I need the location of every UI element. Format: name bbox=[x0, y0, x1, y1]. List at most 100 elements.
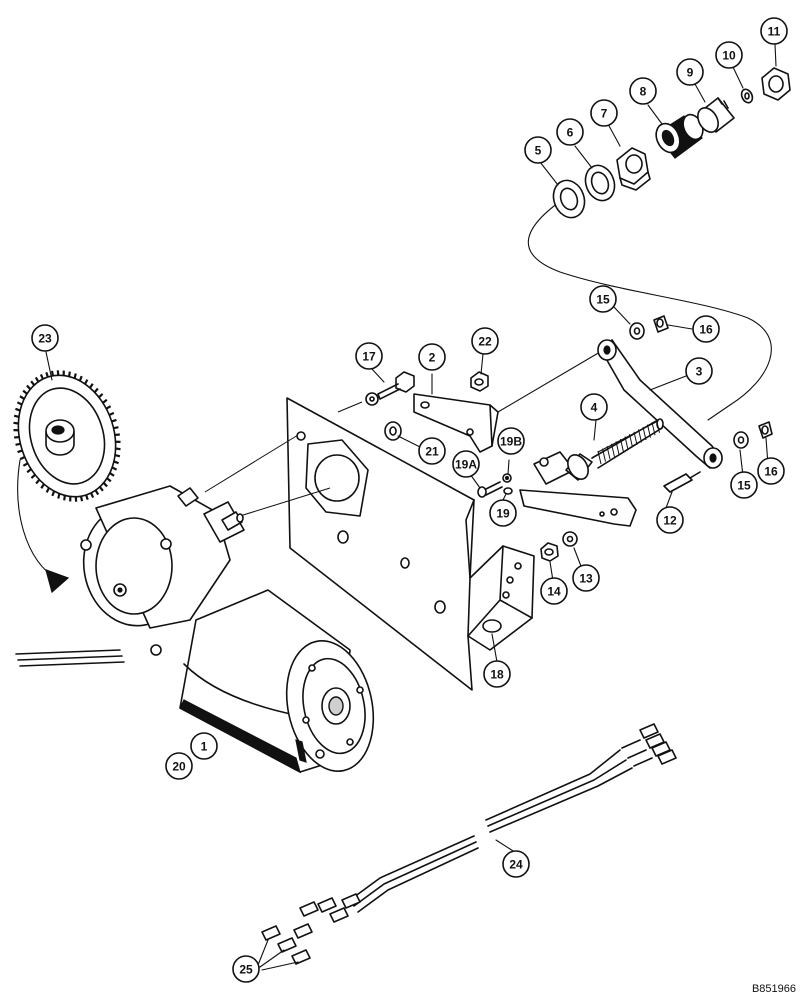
callout-number: 13 bbox=[579, 572, 593, 586]
gear-tooth bbox=[26, 384, 32, 390]
callout-circle bbox=[590, 99, 618, 127]
gear-tooth bbox=[15, 442, 21, 446]
callout-number: 15 bbox=[737, 479, 751, 493]
shaft-thread bbox=[651, 422, 656, 436]
gear-tooth bbox=[45, 371, 49, 378]
gear-tooth bbox=[22, 462, 29, 467]
gear-tooth bbox=[90, 492, 95, 498]
callout-circle bbox=[540, 577, 568, 605]
shaft-thread bbox=[606, 446, 611, 460]
callout-number: 4 bbox=[591, 401, 598, 415]
callout-number: 11 bbox=[768, 25, 781, 39]
gear-tooth bbox=[45, 487, 50, 493]
callout-number: 8 bbox=[640, 85, 647, 99]
alignment-line bbox=[337, 401, 363, 413]
gear-tooth bbox=[93, 387, 99, 394]
callout-24: 24 bbox=[502, 850, 530, 878]
callout-14: 14 bbox=[540, 577, 568, 605]
shaft-thread bbox=[656, 419, 660, 433]
install-arrow bbox=[17, 459, 70, 594]
gear-tooth bbox=[17, 449, 23, 454]
callout-5: 5 bbox=[524, 136, 552, 164]
callout-18: 18 bbox=[483, 660, 511, 688]
nut-7 bbox=[616, 147, 651, 191]
screw-17 bbox=[365, 371, 415, 406]
shaft-thread bbox=[611, 443, 615, 457]
motor-assembly-1 bbox=[15, 485, 375, 774]
gear-tooth bbox=[13, 421, 19, 425]
gear-tooth bbox=[73, 373, 77, 379]
callout-22: 22 bbox=[471, 327, 499, 355]
shaft-thread bbox=[624, 436, 629, 450]
alignment-line bbox=[204, 434, 299, 493]
callout-circle bbox=[418, 343, 446, 371]
gear-tooth bbox=[102, 398, 108, 404]
callout-16b: 16 bbox=[757, 457, 785, 485]
callout-17: 17 bbox=[355, 342, 383, 370]
gear-tooth bbox=[102, 482, 108, 488]
gear-tooth bbox=[40, 483, 45, 489]
callout-11: 11 bbox=[760, 17, 788, 45]
washer-13 bbox=[562, 531, 578, 547]
callout-19b: 19B bbox=[497, 427, 525, 455]
washer-19b bbox=[502, 473, 512, 483]
washer-6 bbox=[584, 164, 616, 202]
clip-16-top bbox=[653, 315, 669, 333]
callout-number: 23 bbox=[38, 332, 52, 346]
gear-tooth bbox=[113, 460, 119, 465]
callout-circle bbox=[656, 506, 684, 534]
gear-tooth bbox=[30, 380, 36, 386]
gear-tooth bbox=[51, 490, 56, 497]
gear-tooth bbox=[94, 489, 100, 496]
callout-9: 9 bbox=[676, 58, 704, 86]
figure-reference: B851966 bbox=[752, 983, 796, 995]
gear-tooth bbox=[13, 414, 20, 418]
callout-number: 19 bbox=[496, 507, 510, 521]
callout-circle bbox=[629, 77, 657, 105]
callout-number: 16 bbox=[764, 465, 778, 479]
gear-tooth bbox=[108, 411, 115, 416]
callout-6: 6 bbox=[556, 118, 584, 146]
gear-tooth bbox=[114, 454, 121, 458]
callout-circle bbox=[232, 955, 260, 983]
gear-tooth bbox=[68, 371, 71, 377]
callout-circle bbox=[676, 58, 704, 86]
link-2 bbox=[413, 393, 499, 453]
leader-lines bbox=[45, 43, 777, 971]
bushing-8 bbox=[655, 113, 704, 159]
callout-25: 25 bbox=[232, 955, 260, 983]
shaft-thread bbox=[642, 426, 647, 441]
callout-number: 21 bbox=[425, 445, 439, 459]
shaft-thread bbox=[620, 438, 624, 453]
callout-circle bbox=[589, 285, 617, 313]
gear-tooth bbox=[89, 383, 94, 389]
callout-number: 18 bbox=[490, 668, 504, 682]
shaft-thread bbox=[629, 434, 633, 448]
shaft-thread bbox=[602, 448, 606, 462]
callout-number: 16 bbox=[699, 323, 713, 337]
callout-circle bbox=[497, 427, 525, 455]
callout-circle bbox=[418, 437, 446, 465]
callout-number: 14 bbox=[547, 585, 561, 599]
callout-circle bbox=[355, 342, 383, 370]
callout-circle bbox=[471, 327, 499, 355]
washer-15-bottom bbox=[733, 431, 749, 449]
gear-tooth bbox=[15, 407, 21, 412]
shaft-thread bbox=[633, 431, 638, 445]
shaft-thread bbox=[597, 450, 602, 465]
callout-8: 8 bbox=[629, 77, 657, 105]
callout-4: 4 bbox=[580, 393, 608, 421]
mounting-bracket-18 bbox=[286, 397, 535, 691]
gear-tooth bbox=[105, 405, 112, 410]
washer-10 bbox=[740, 88, 754, 104]
callout-20: 20 bbox=[165, 752, 193, 780]
lock-washer-21 bbox=[384, 421, 402, 441]
gear-tooth bbox=[35, 478, 41, 485]
gear-23 bbox=[13, 370, 121, 502]
callout-15b: 15 bbox=[730, 471, 758, 499]
nut-19 bbox=[503, 487, 513, 495]
callout-circle bbox=[524, 136, 552, 164]
alignment-line bbox=[497, 351, 601, 413]
callout-circle bbox=[730, 471, 758, 499]
